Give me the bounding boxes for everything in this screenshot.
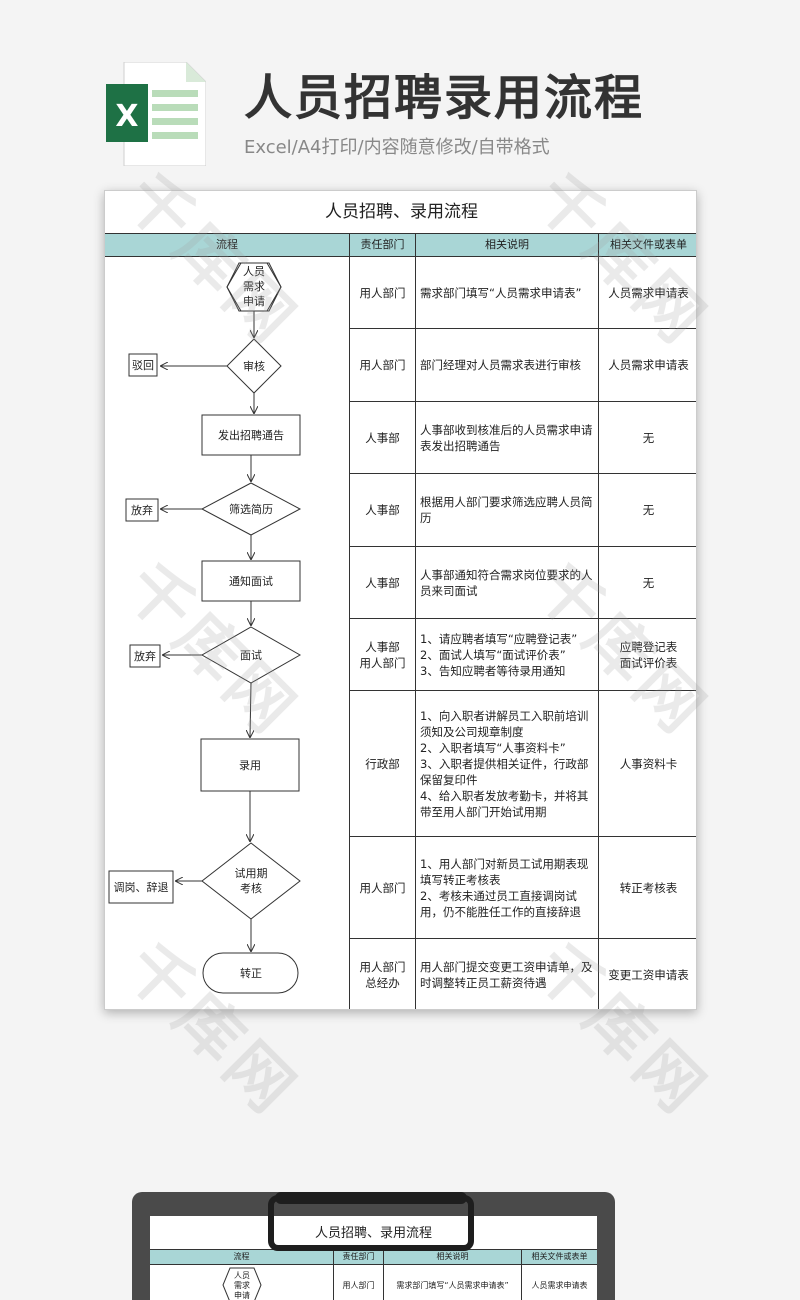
table-cell-doc: 无 xyxy=(599,474,696,547)
flow-hire-label: 录用 xyxy=(239,759,261,772)
table-cell-dept: 人事部 xyxy=(350,547,416,619)
column-header-doc: 相关文件或表单 xyxy=(599,233,696,257)
table-cell-desc: 用人部门提交变更工资申请单，及时调整转正员工薪资待遇 xyxy=(416,939,599,1009)
flow-probation-line2: 考核 xyxy=(240,881,262,895)
flow-giveup1-node xyxy=(125,498,159,522)
table-cell-doc: 人事资料卡 xyxy=(599,691,696,837)
flow-giveup2-node xyxy=(129,644,161,668)
preview-title: 人员招聘、录用流程 xyxy=(314,1226,432,1241)
table-cell-desc: 1、用人部门对新员工试用期表现填写转正考核表 2、考核未通过员工直接调岗试用，仍… xyxy=(416,837,599,939)
preview-header-dept: 责任部门 xyxy=(334,1249,384,1265)
flow-regular-label: 转正 xyxy=(240,966,262,980)
sheet-title: 人员招聘、录用流程 xyxy=(325,202,478,222)
preview-paper: 人员招聘、录用流程 流程 责任部门 相关说明 相关文件或表单 人员 需求 申请 … xyxy=(150,1216,597,1300)
table-cell-desc: 根据用人部门要求筛选应聘人员简历 xyxy=(416,474,599,547)
preview-dept-cell: 用人部门 xyxy=(334,1265,384,1300)
column-header-desc: 相关说明 xyxy=(416,233,599,257)
table-cell-desc: 人事部通知符合需求岗位要求的人员来司面试 xyxy=(416,547,599,619)
table-cell-desc: 部门经理对人员需求表进行审核 xyxy=(416,329,599,402)
flow-reject-label: 驳回 xyxy=(132,359,154,372)
table-cell-doc: 应聘登记表 面试评价表 xyxy=(599,619,696,691)
page-title: 人员招聘录用流程 xyxy=(244,70,645,126)
flow-regular-node xyxy=(202,952,299,994)
preview-header-doc: 相关文件或表单 xyxy=(522,1249,597,1265)
preview-header-desc: 相关说明 xyxy=(384,1249,522,1265)
table-cell-desc: 人事部收到核准后的人员需求申请表发出招聘通告 xyxy=(416,402,599,474)
table-cell-doc: 转正考核表 xyxy=(599,837,696,939)
flow-notify-label: 通知面试 xyxy=(229,574,273,588)
excel-letter: X xyxy=(115,99,138,134)
table-cell-desc: 需求部门填写“人员需求申请表” xyxy=(416,257,599,329)
column-header-flow: 流程 xyxy=(105,233,350,257)
flow-interview-label: 面试 xyxy=(240,649,262,662)
flow-giveup2-label: 放弃 xyxy=(134,649,156,663)
table-cell-doc: 无 xyxy=(599,547,696,619)
flow-transfer-node xyxy=(108,870,174,904)
table-cell-doc: 变更工资申请表 xyxy=(608,968,689,982)
flow-giveup1-label: 放弃 xyxy=(131,503,153,517)
page-subtitle: Excel/A4打印/内容随意修改/自带格式 xyxy=(244,137,550,158)
column-header-dept: 责任部门 xyxy=(350,233,416,257)
flow-start-node-shape xyxy=(226,262,282,312)
flow-start-line1: 人员 xyxy=(243,265,265,278)
table-cell-dept: 用人部门 总经办 xyxy=(350,939,416,1009)
preview-start-line1: 人员 xyxy=(234,1271,250,1280)
preview-header-flow: 流程 xyxy=(150,1249,334,1265)
table-cell-dept: 用人部门 xyxy=(350,837,416,939)
table-cell-dept: 人事部 用人部门 xyxy=(350,619,416,691)
flow-reject-node xyxy=(128,353,158,377)
flow-notice-label: 发出招聘通告 xyxy=(218,428,284,442)
flow-start-line2: 需求 xyxy=(243,280,265,293)
preview-start-line3: 申请 xyxy=(234,1290,250,1300)
info-table: 用人部门 需求部门填写“人员需求申请表” 人员需求申请表 用人部门 部门经理对人… xyxy=(350,257,696,1009)
table-cell-dept: 人事部 xyxy=(350,402,416,474)
flow-probation-line1: 试用期 xyxy=(235,867,268,880)
preview-doc-cell: 人员需求申请表 xyxy=(531,1280,588,1290)
table-cell-desc: 1、请应聘者填写“应聘登记表” 2、面试人填写“面试评价表” 3、告知应聘者等待… xyxy=(416,619,599,691)
flowchart: 人员 需求 申请 审核 驳回 发出招聘通告 筛选简历 放弃 通知面试 面试 放弃… xyxy=(105,257,350,1009)
table-cell-doc: 人员需求申请表 xyxy=(599,257,696,329)
table-cell-dept: 人事部 xyxy=(350,474,416,547)
flow-start-line3: 申请 xyxy=(243,295,265,308)
clipboard-clip-bar xyxy=(275,1192,467,1204)
flow-review-label: 审核 xyxy=(243,359,265,373)
spreadsheet-preview: 人员招聘、录用流程 流程 责任部门 相关说明 相关文件或表单 xyxy=(104,190,697,1010)
table-cell-desc: 1、向入职者讲解员工入职前培训须知及公司规章制度 2、入职者填写“人事资料卡” … xyxy=(416,691,599,837)
excel-file-icon: X xyxy=(106,61,207,167)
table-cell-doc: 人员需求申请表 xyxy=(599,329,696,402)
table-cell-doc: 无 xyxy=(599,402,696,474)
preview-start-line2: 需求 xyxy=(234,1280,250,1290)
flow-screen-label: 筛选简历 xyxy=(229,502,273,516)
flow-transfer-label: 调岗、辞退 xyxy=(114,880,169,894)
preview-desc-cell: 需求部门填写“人员需求申请表” xyxy=(384,1265,522,1300)
table-cell-dept: 行政部 xyxy=(350,691,416,837)
table-cell-dept: 用人部门 xyxy=(350,329,416,402)
table-cell-dept: 用人部门 xyxy=(350,257,416,329)
flow-notify-node xyxy=(201,560,301,602)
flow-probation-node xyxy=(201,842,301,920)
preview-flow-cell: 人员 需求 申请 xyxy=(150,1265,334,1300)
